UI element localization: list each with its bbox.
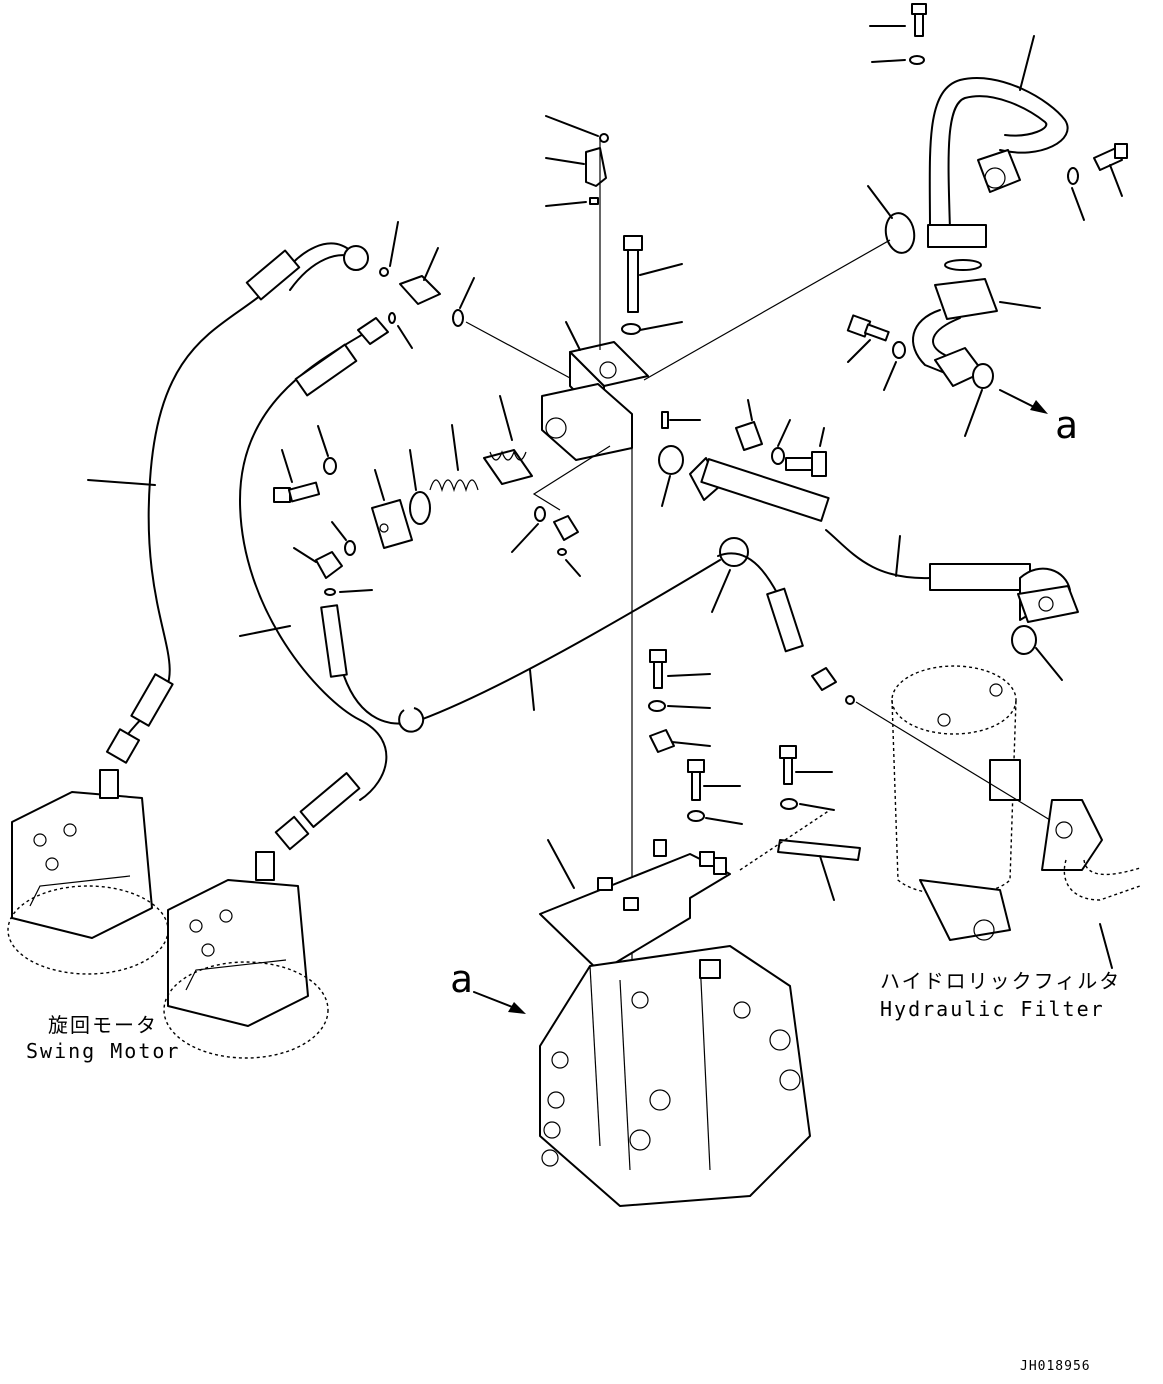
upper-pipe-assembly: a: [846, 3, 1128, 447]
hydraulic-filter-en-label: Hydraulic Filter: [880, 997, 1105, 1021]
swing-motor-jp-label: 旋回モータ: [48, 1013, 158, 1037]
hydraulic-filter: [855, 665, 1141, 969]
control-valve: a: [450, 945, 811, 1207]
swing-motor-en-label: Swing Motor: [26, 1039, 180, 1063]
swing-motor: [7, 769, 329, 1059]
ref-a-left: a: [450, 957, 473, 1001]
hose-assemblies: [87, 221, 855, 851]
bracket-assembly: [539, 649, 861, 973]
ref-a-right: a: [1055, 403, 1078, 447]
drawing-code: JH018956: [1020, 1359, 1091, 1374]
hydraulic-filter-jp-label: ハイドロリックフィルタ: [880, 969, 1121, 993]
central-valve-block: [273, 115, 891, 1080]
component-labels: 旋回モータ Swing Motor ハイドロリックフィルタ Hydraulic …: [26, 969, 1121, 1374]
filter-hose: [689, 399, 1079, 681]
